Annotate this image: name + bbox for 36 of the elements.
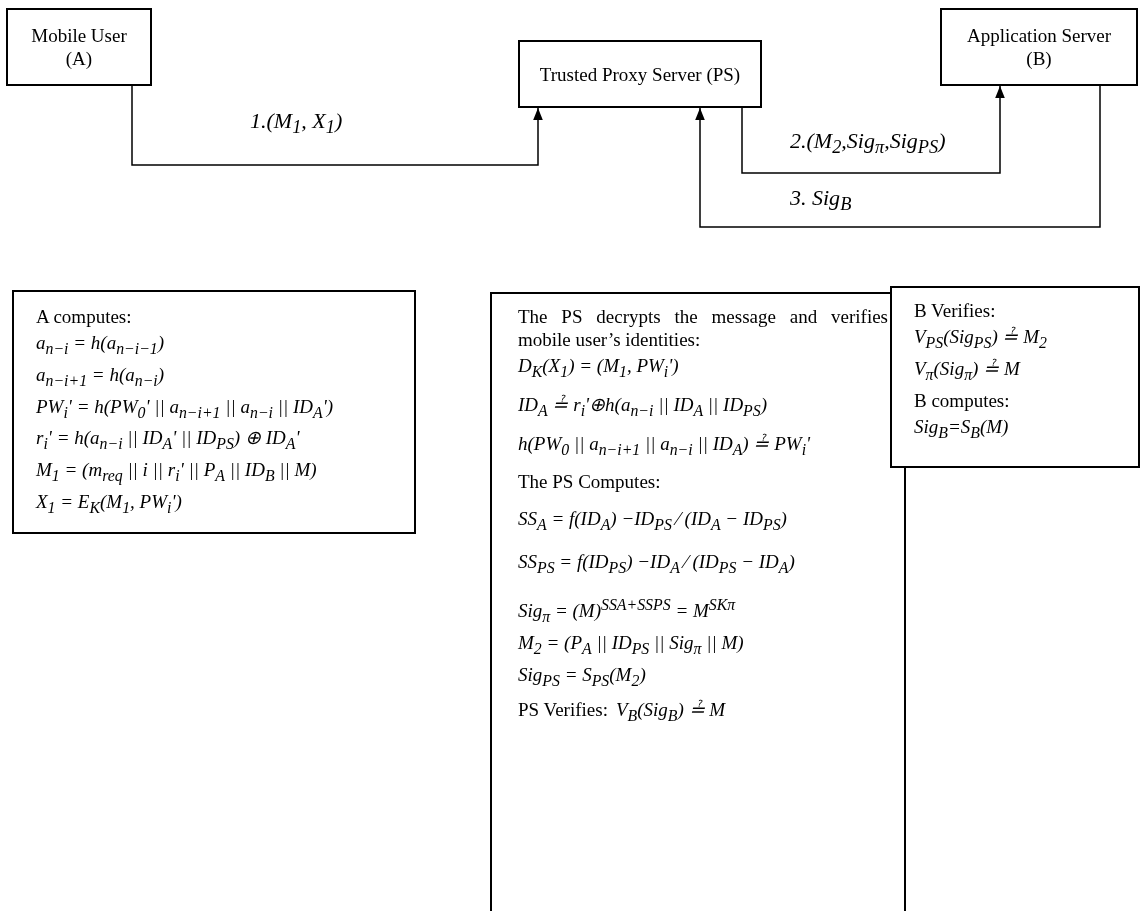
formula: M$_{1}$ = (m$_{req}$ || i || r$_{i}$' || P$_{A}$ || ID$_{B}$ || M) [36,458,318,487]
formula: M$_{2}$ = (P$_{A}$ || ID$_{PS}$ || Sig$_{π}$ || M) [518,631,745,659]
computation-box [12,290,416,534]
message-arrow [741,85,1005,174]
formula: V$_{PS}$(Sig$_{PS}$) ≟ M$_{2}$ [914,325,1048,353]
formula: PW$_{i}$' = h(PW$_{0}$' || a$_{n−i+1}$ || a$_{n−i}$ || ID$_{A}$') [36,394,335,423]
step-heading: B Verifies: [914,299,997,322]
formula: Sig$_{B}$=S$_{B}$(M) [914,414,1010,443]
formula: a$_{n−i}$ = h(a$_{n−i−1}$) [36,331,166,359]
formula: V$_{π}$(Sig$_{π}$) ≟ M [914,356,1022,385]
formula: SS$_{A}$ = f(ID$_{A}$) −ID$_{PS}$ ⁄ (ID$_{A}$ − ID$_{PS}$) [518,507,788,536]
formula: SS$_{PS}$ = f(ID$_{PS}$) −ID$_{A}$ ⁄ (ID$_{PS}$ − ID$_{A}$) [518,550,796,578]
step-heading: The PS Computes: [518,470,662,494]
step-heading: B computes: [914,388,1011,412]
step-heading: A computes: [36,305,133,328]
participant-label: Application Server (B) [965,24,1112,70]
step-heading: The PS decrypts the message and verifies mobile user’s identities: [518,305,888,351]
formula: X$_{1}$ = E$_{K}$(M$_{1}$, PW$_{i}$') [36,490,183,518]
step-heading: PS Verifies: [518,697,608,721]
formula: D$_{K}$(X$_{1}$) = (M$_{1}$, PW$_{i}$') [518,354,680,382]
formula: V$_{B}$(Sig$_{B}$) ≟ M [615,697,726,726]
formula: Sig$_{PS}$ = S$_{PS}$(M$_{2}$) [518,662,647,691]
formula: ID$_{A}$ ≟ r$_{i}$'⊕h(a$_{n−i}$ || ID$_{A}$ || ID$_{PS}$) [518,392,769,421]
participant-box [6,8,152,86]
formula: r$_{i}$' = h(a$_{n−i}$ || ID$_{A}$' || ID$_{PS}$) ⊕ ID$_{A}$' [36,426,301,455]
formula: Sig$_{π}$ = (M)$^{SSA+SSPS}$ = M$^{SKπ}$ [518,595,737,628]
participant-box [940,8,1138,86]
computation-box [490,292,906,911]
participant-box [518,40,762,108]
computation-box [890,286,1140,468]
message-arrow [695,85,1101,228]
participant-label: Mobile User (A) [30,24,128,70]
formula: a$_{n−i+1}$ = h(a$_{n−i}$) [36,362,166,391]
formula: h(PW$_{0}$ || a$_{n−i+1}$ || a$_{n−i}$ || ID$_{A}$) ≟ PW$_{i}$' [518,431,812,460]
message-arrow [131,85,543,166]
participant-label: Trusted Proxy Server (PS) [539,62,741,86]
